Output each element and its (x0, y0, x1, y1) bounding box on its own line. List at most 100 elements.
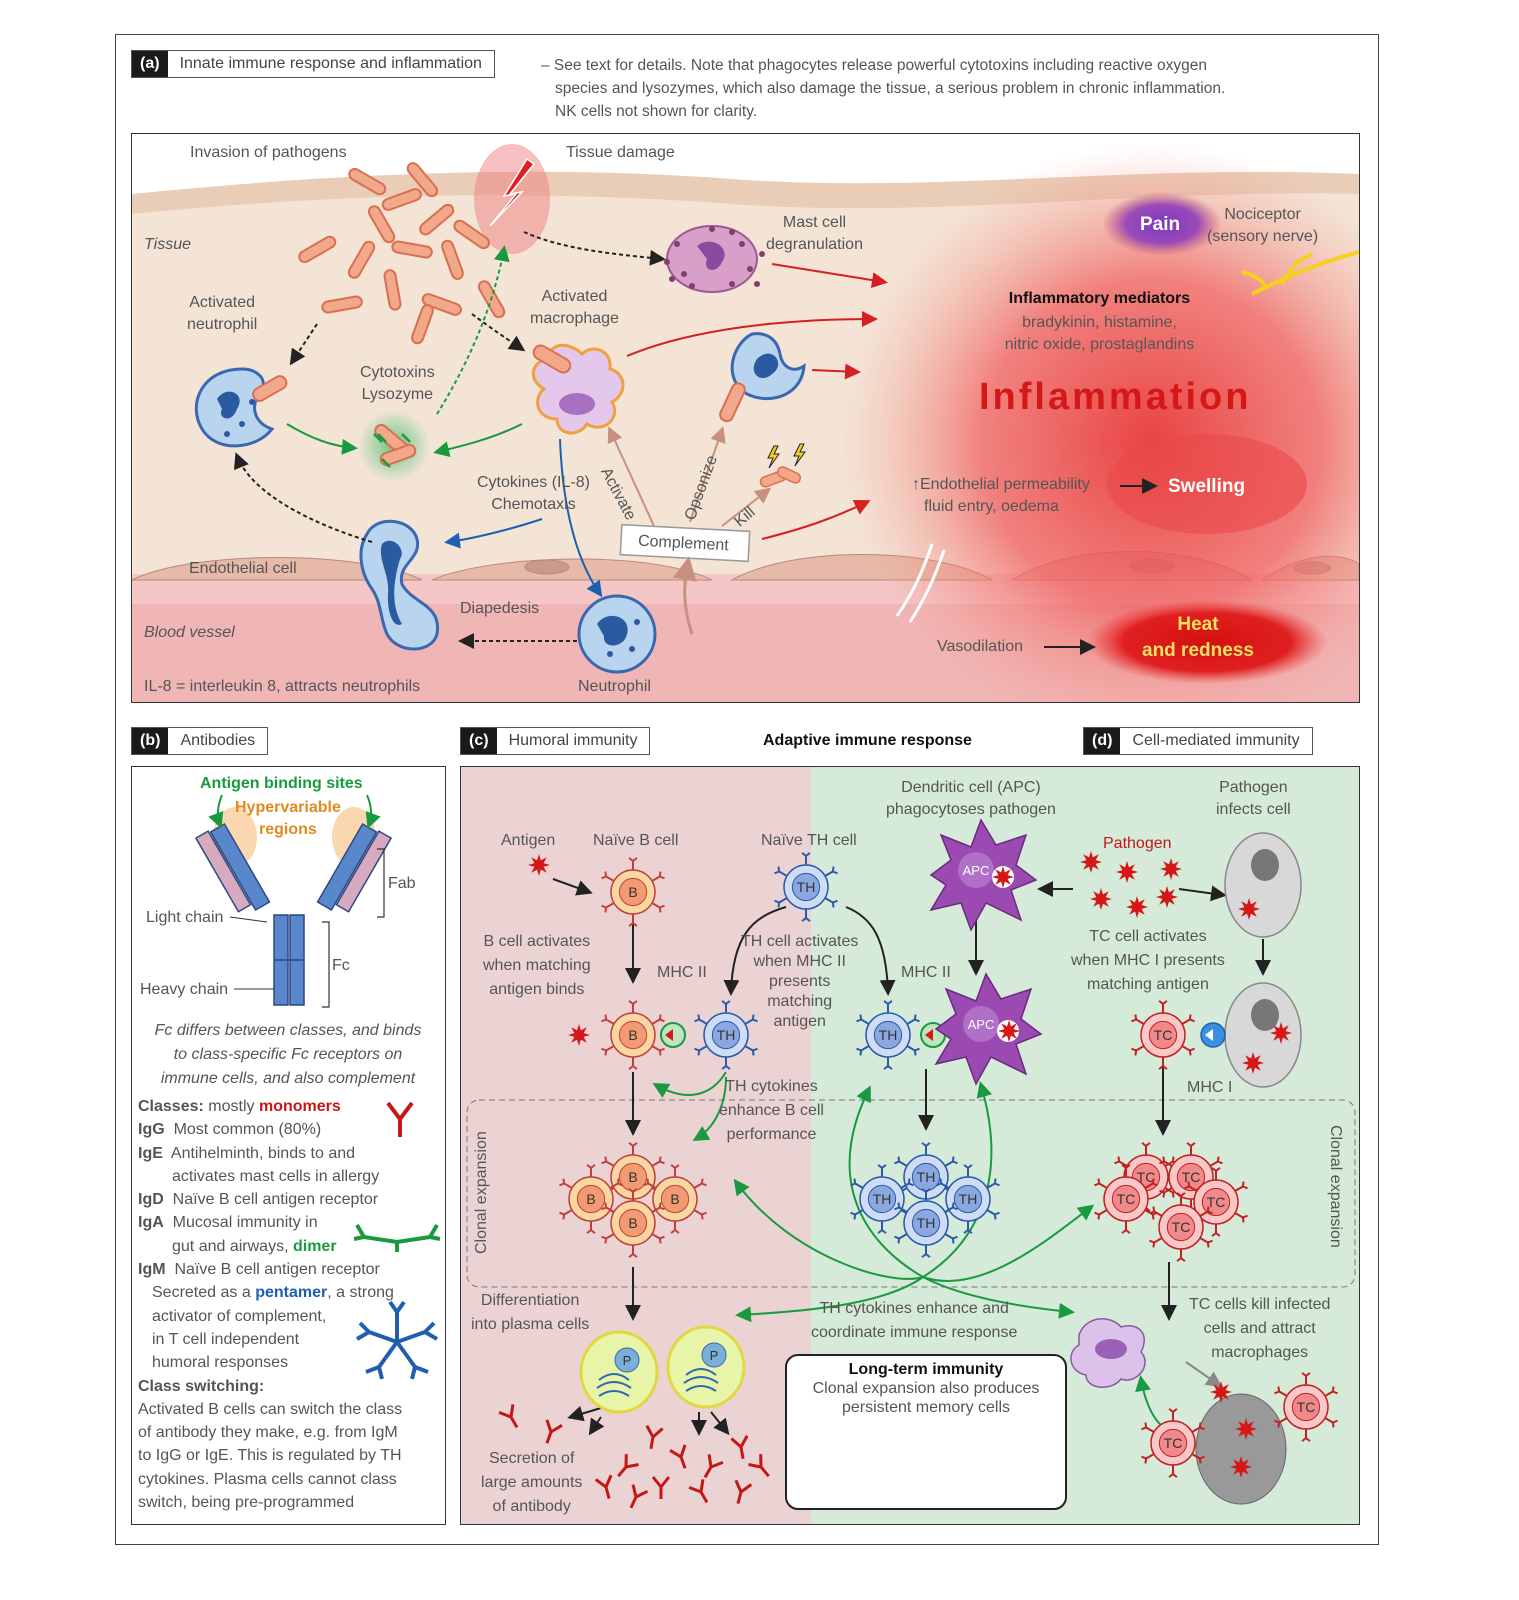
clonal-tc-cell: TC (1149, 1192, 1213, 1262)
panel-b-header: (b) Antibodies (131, 727, 269, 755)
cell-label: TH (873, 1191, 892, 1207)
label-antigen: Antigen (501, 832, 556, 849)
class-switching-title: Class switching: (138, 1377, 265, 1395)
antibody-icon (688, 1479, 709, 1504)
panel-d-tag: (d) (1084, 728, 1121, 754)
naive-th-cell: TH (774, 852, 838, 922)
label-tissue: Tissue (144, 236, 191, 253)
killed-bacteria (759, 443, 806, 488)
pentamer-label: pentamer (255, 1284, 328, 1302)
label-il8: IL-8 = interleukin 8, attracts neutrophi… (144, 678, 421, 695)
label-endothelial: Endothelial cell (189, 560, 297, 577)
dying-infected-cell (1195, 1393, 1287, 1505)
panel-c-title: Humoral immunity (508, 732, 638, 749)
clonal-b-cell: B (643, 1164, 707, 1234)
helper-th-cell: TH (694, 1000, 758, 1070)
figure-frame (115, 34, 1379, 1545)
killer-tc-cell: TC (1141, 1408, 1205, 1478)
label-vasodilation: Vasodilation (937, 638, 1023, 655)
cell-label: TH (717, 1027, 736, 1043)
cell-label: B (628, 1027, 637, 1043)
cell-label: TH (917, 1169, 936, 1185)
antigen-icon (568, 1024, 590, 1046)
label-inflammation: Inflammation (979, 376, 1252, 418)
label-clonal-right: Clonal expansion (1327, 1125, 1344, 1248)
intracellular-pathogen-icon (1238, 898, 1260, 920)
clonal-tc-cell: TC (1094, 1164, 1158, 1234)
pathogen-icon (1160, 858, 1182, 880)
label-invasion: Invasion of pathogens (190, 144, 347, 161)
figure-note: – See text for details. Note that phagoc… (541, 54, 1225, 123)
label-light-chain: Light chain (146, 909, 224, 926)
antibody-icon (594, 1474, 613, 1499)
clonal-th-cell: TH (894, 1142, 958, 1212)
label-mediators: bradykinin, histamine,nitric oxide, pros… (1004, 314, 1195, 353)
antibody-icon (651, 1476, 671, 1499)
mast-cell (664, 225, 765, 293)
intracellular-pathogen-icon (1242, 1052, 1264, 1074)
cell-label: TC (1137, 1169, 1156, 1185)
activated-b-cell: B (601, 1000, 665, 1070)
panel-a-tag: (a) (132, 51, 168, 77)
plasma-label: P (623, 1353, 632, 1368)
engulfed-pathogen-icon (992, 866, 1014, 888)
activated-neutrophil (194, 367, 288, 448)
panel-c-header: (c) Humoral immunity (460, 727, 651, 755)
label-blood-vessel: Blood vessel (144, 624, 235, 641)
antibody-icon (669, 1444, 687, 1469)
mhc1-icon (1200, 1022, 1226, 1048)
cell-label: TC (1297, 1399, 1316, 1415)
antibody-icon (645, 1425, 664, 1450)
activating-tc-cell: TC (1131, 1000, 1195, 1070)
antibody-icon (734, 1479, 753, 1504)
naive-b-cell: B (601, 857, 665, 927)
cell-label: TH (917, 1215, 936, 1231)
dying-pathogen-icon (1210, 1381, 1232, 1403)
long-term-immunity-box (785, 1354, 1067, 1510)
antibody-diagram (194, 794, 393, 1008)
diapedesis-neutrophil (359, 519, 440, 651)
label-clonal-left: Clonal expansion (473, 1131, 490, 1254)
panel-b-title: Antibodies (180, 732, 256, 749)
classes-label: Classes: (138, 1098, 204, 1115)
infected-cell-presenting (1224, 982, 1302, 1088)
label-binding-sites: Antigen binding sites (200, 775, 363, 792)
dimer-label: dimer (292, 1237, 337, 1255)
killer-tc-cell: TC (1274, 1372, 1338, 1442)
heat-glow (1087, 600, 1327, 684)
clonal-b-cell: B (601, 1188, 665, 1258)
pathogen-icon (1090, 888, 1112, 910)
label-swelling: Swelling (1168, 476, 1246, 497)
cell-label: TC (1117, 1191, 1136, 1207)
cell-label: B (628, 884, 637, 900)
clonal-th-cell: TH (850, 1164, 914, 1234)
blood-neutrophil (577, 594, 657, 674)
label-naive-th: Naïve TH cell (761, 832, 857, 849)
label-mediators-title: Inflammatory mediators (1008, 290, 1191, 307)
activated-macrophage (532, 343, 625, 435)
pathogen-icon (1156, 886, 1178, 908)
clonal-expansion-box (466, 1099, 1356, 1288)
cell-label: B (670, 1191, 679, 1207)
label-mhc1: MHC I (1187, 1079, 1233, 1096)
note-line: – See text for details. Note that phagoc… (541, 57, 1208, 74)
label-cytokines: Cytokines (IL-8)Chemotaxis (477, 474, 590, 513)
label-naive-b: Naïve B cell (593, 832, 679, 849)
adaptive-title: Adaptive immune response (763, 732, 972, 749)
